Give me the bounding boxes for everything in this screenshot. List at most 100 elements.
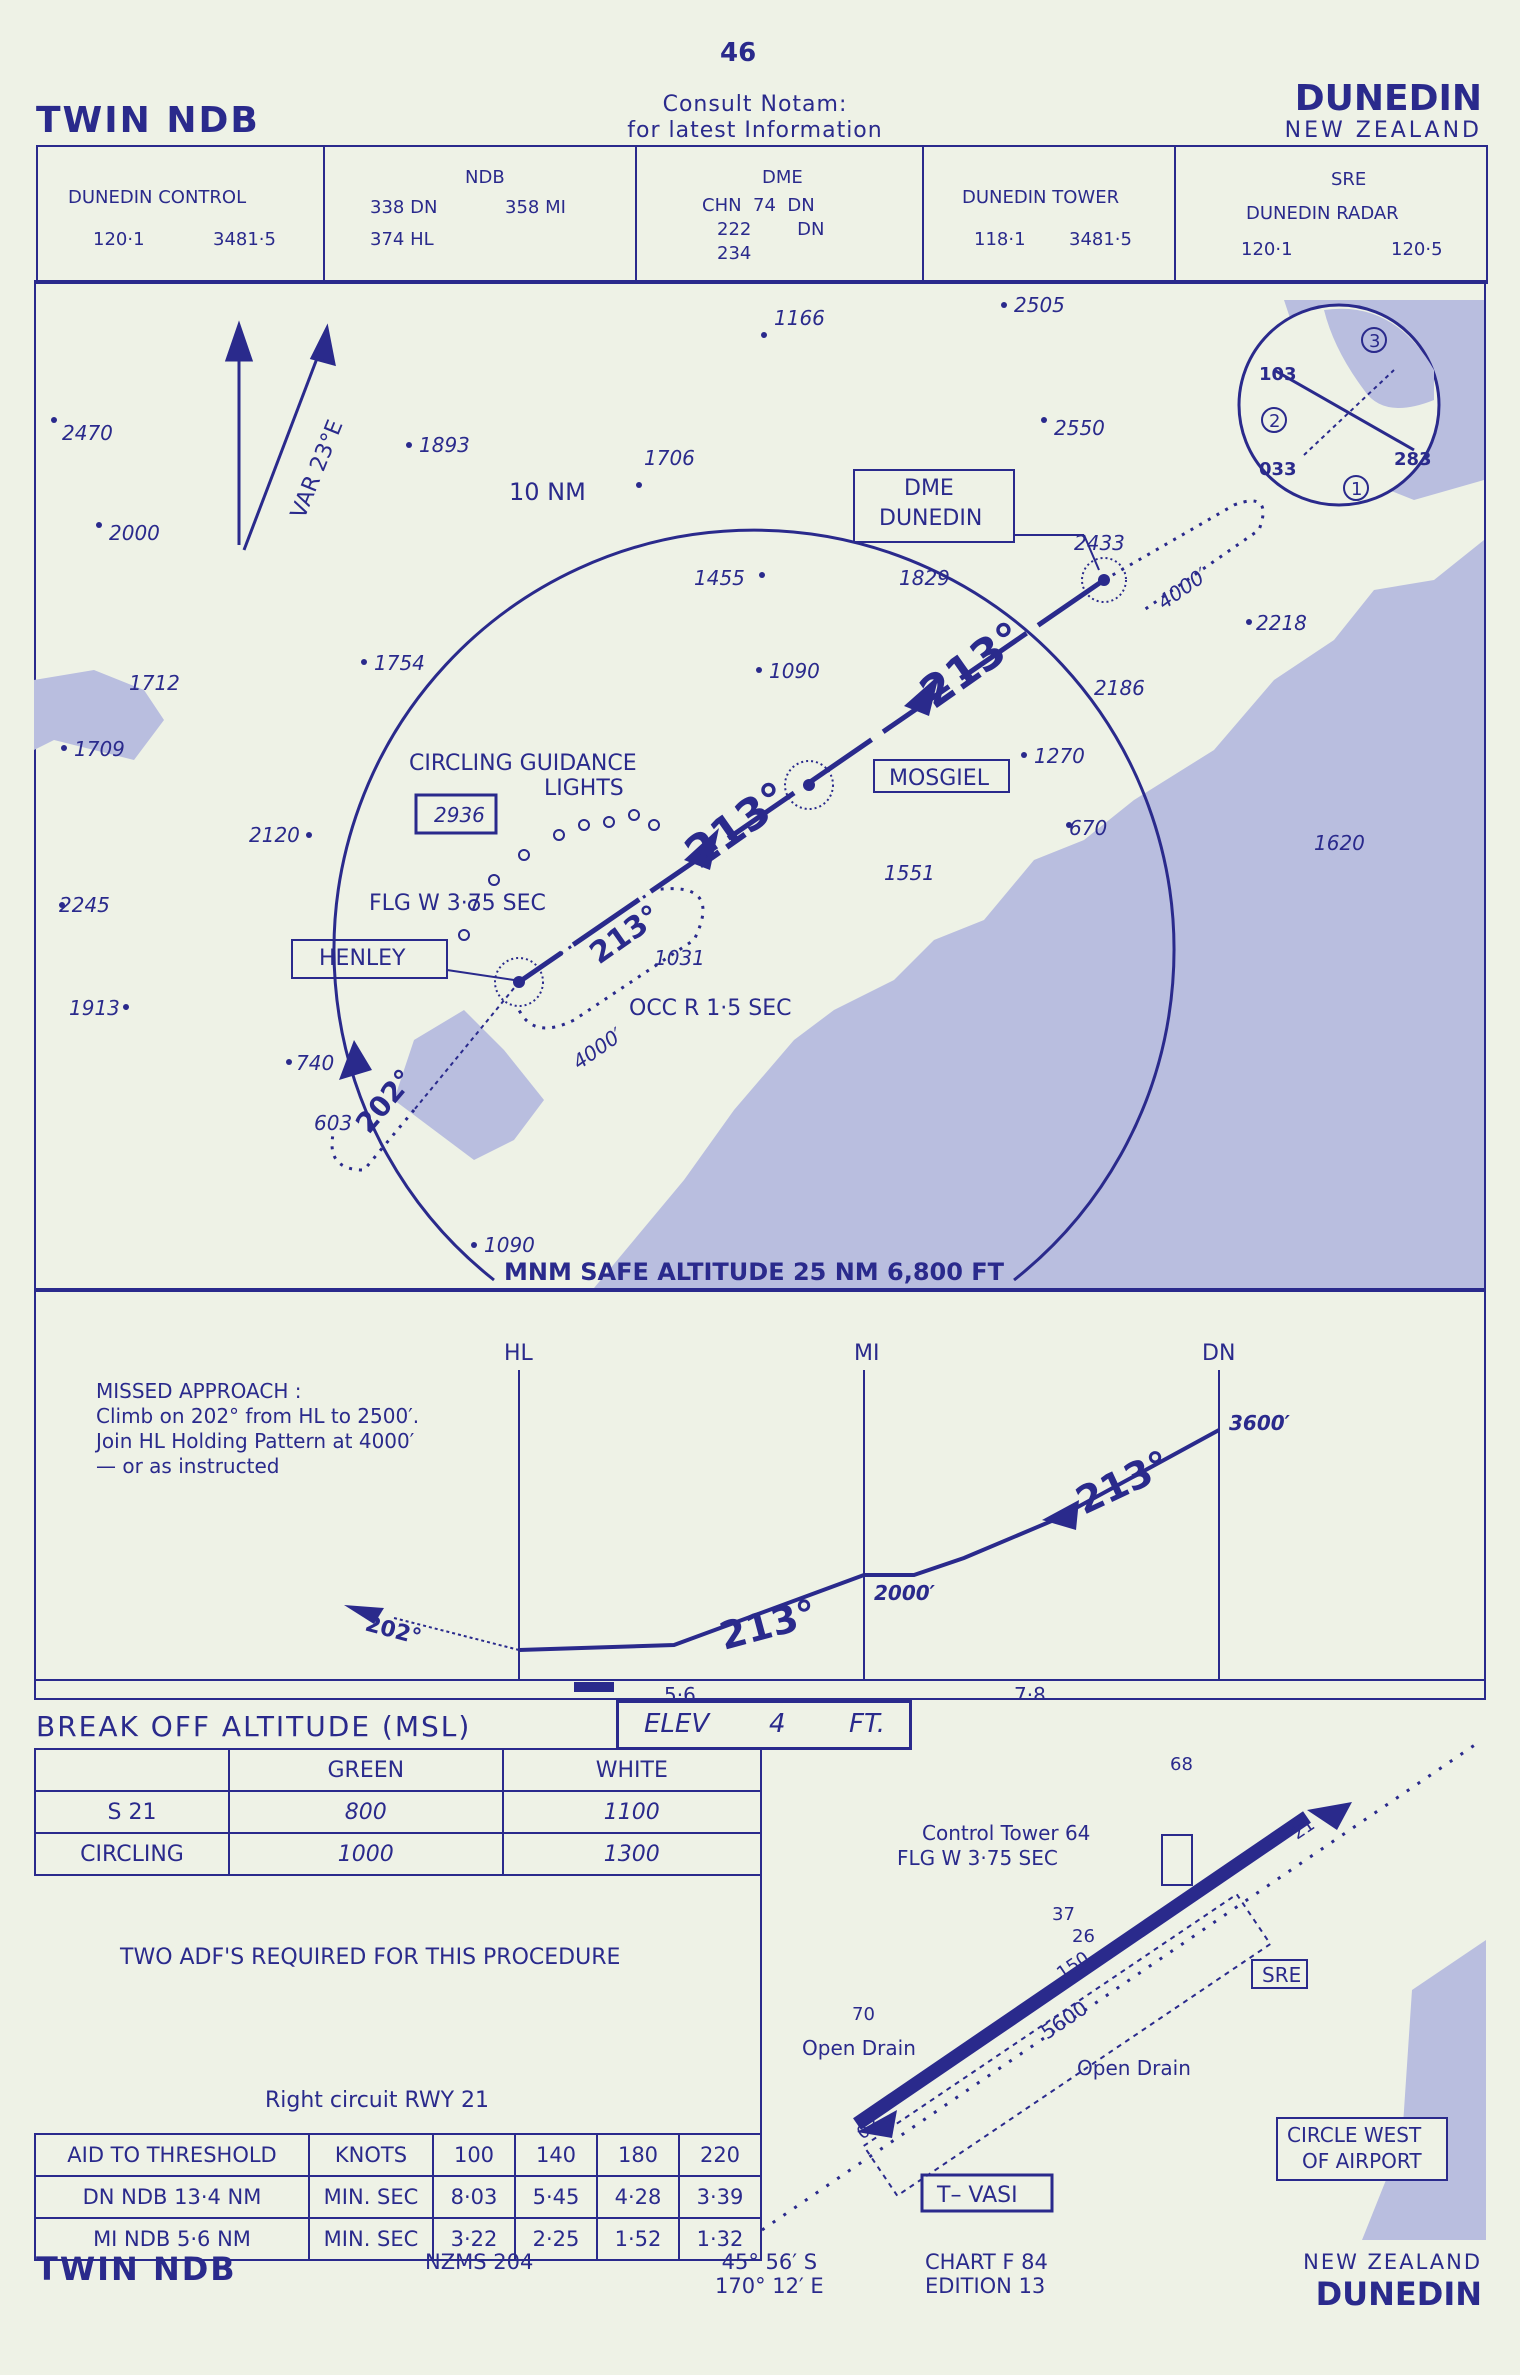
elev-1913: 1913	[69, 996, 120, 1020]
tm-h3: 140	[514, 2133, 598, 2177]
ndb-mi-symbol	[784, 760, 834, 810]
ndb-r1a: 338 DN	[370, 197, 438, 218]
dme-r1: CHN 74 DN	[702, 195, 815, 216]
elev-1893: 1893	[419, 433, 470, 457]
elev-1090a: 1090	[769, 659, 820, 683]
msa-label: MNM SAFE ALTITUDE 25 NM 6,800 FT	[504, 1258, 1005, 1286]
alt-dn: 3600′	[1229, 1411, 1291, 1435]
tower-label: Control Tower 64	[922, 1821, 1090, 1845]
henley-label: HENLEY	[319, 946, 406, 971]
tm-r2c3: 2·25	[514, 2217, 598, 2261]
circling-label-1: CIRCLING GUIDANCE	[409, 751, 637, 776]
elev-2470: 2470	[62, 421, 113, 445]
mosgiel-box	[873, 759, 1010, 793]
mosgiel-label: MOSGIEL	[889, 766, 990, 791]
hold-hl	[517, 887, 705, 1030]
flg-ad-label: FLG W 3·75 SEC	[897, 1846, 1058, 1870]
bo-head-white: WHITE	[501, 1748, 763, 1792]
hold-alt-dn: 4000′	[1153, 562, 1213, 614]
elev-box: ELEV 4 FT.	[616, 1700, 912, 1750]
freq-ndb: NDB 338 DN 358 MI 374 HL	[325, 147, 637, 282]
control-name: DUNEDIN CONTROL	[68, 187, 247, 208]
ndb-name: NDB	[465, 167, 505, 188]
bo-row1-white: 1100	[501, 1790, 763, 1834]
footer-map-ref: NZMS 204	[425, 2250, 534, 2274]
ring-label: 10 NM	[509, 478, 586, 506]
freq-tower: DUNEDIN TOWER 118·1 3481·5	[924, 147, 1176, 282]
elev-1706: 1706	[644, 446, 695, 470]
adf-note: TWO ADF'S REQUIRED FOR THIS PROCEDURE	[120, 1945, 621, 1970]
plan-frame	[34, 280, 1486, 1290]
elev-2218: 2218	[1256, 611, 1307, 635]
tm-r1c1: MIN. SEC	[308, 2175, 434, 2219]
elev-1620: 1620	[1314, 831, 1365, 855]
footer-right: DUNEDIN	[1315, 2275, 1482, 2313]
sre-f1: 120·1	[1241, 239, 1293, 260]
circling-lights	[458, 809, 660, 941]
harbour-inlet	[394, 1010, 544, 1160]
freq-dme: DME CHN 74 DN 222 DN 234	[637, 147, 924, 282]
drain2-label: Open Drain	[1077, 2056, 1191, 2080]
ndb-dn-symbol	[1081, 557, 1127, 603]
missed-1: MISSED APPROACH :	[96, 1379, 301, 1403]
tm-r2c0: MI NDB 5·6 NM	[34, 2217, 310, 2261]
hold-alt-hl: 4000′	[568, 1022, 628, 1074]
elev-1166: 1166	[774, 306, 825, 330]
tm-r1c3: 5·45	[514, 2175, 598, 2219]
bo-row2-green: 1000	[228, 1832, 504, 1876]
elev-2000: 2000	[109, 521, 160, 545]
sre-ad-label: SRE	[1262, 1963, 1301, 1987]
plan-view: 10 NM VAR 23°E 213° 213° 213° 202° 4000′…	[34, 280, 1486, 1290]
missed-4: — or as instructed	[96, 1454, 279, 1478]
tm-h4: 180	[596, 2133, 680, 2177]
inset-diagram	[1237, 303, 1441, 507]
track-mid: 213°	[676, 772, 799, 879]
elev-2550: 2550	[1054, 416, 1105, 440]
arrow-main	[904, 675, 939, 716]
missed-arrow	[344, 1605, 384, 1624]
tm-r2c2: 3·22	[432, 2217, 516, 2261]
bo-row2-white: 1300	[501, 1832, 763, 1876]
frequency-box: DUNEDIN CONTROL 120·1 3481·5 NDB 338 DN …	[36, 145, 1488, 284]
profile-view: HL MI DN MISSED APPROACH : Climb on 202°…	[34, 1290, 1486, 1700]
footer-left: TWIN NDB	[36, 2250, 237, 2288]
aerodrome-diagram: Control Tower 64 FLG W 3·75 SEC Open Dra…	[762, 1740, 1486, 2240]
profile-arrow	[1042, 1500, 1079, 1530]
bo-row2-label: CIRCLING	[34, 1832, 230, 1876]
ndb-r2: 374 HL	[370, 229, 434, 250]
circuit-note: Right circuit RWY 21	[265, 2088, 490, 2113]
dme-r3: 234	[717, 243, 752, 264]
inset-283: 283	[1394, 449, 1432, 470]
control-f2: 3481·5	[213, 229, 276, 250]
rwy-arrow-21	[1307, 1802, 1352, 1830]
freq-sre: SRE DUNEDIN RADAR 120·1 120·5	[1176, 147, 1486, 282]
elev-label: ELEV	[644, 1709, 710, 1739]
elev-1551: 1551	[884, 861, 935, 885]
dme-r2: 222 DN	[717, 219, 825, 240]
ring-10nm	[332, 528, 1176, 1282]
circling-label-2: LIGHTS	[544, 776, 624, 801]
bo-row1-green: 800	[228, 1790, 504, 1834]
circle-west-box	[1276, 2117, 1448, 2181]
control-f1: 120·1	[93, 229, 145, 250]
tm-h5: 220	[678, 2133, 762, 2177]
extended-centreline	[762, 1740, 1483, 2232]
elev-70: 70	[852, 2004, 875, 2025]
elev-1712: 1712	[129, 671, 180, 695]
tvasi-label: T– VASI	[936, 2183, 1018, 2208]
inset-num-2: 2	[1269, 411, 1280, 432]
footer-country: NEW ZEALAND	[1303, 2250, 1482, 2274]
footer-lat: 45° 56′ S	[721, 2250, 818, 2274]
footer-edition: EDITION 13	[925, 2274, 1046, 2298]
inset-num-1: 1	[1351, 479, 1362, 500]
page-number: 46	[720, 38, 757, 68]
country-label: NEW ZEALAND	[1284, 118, 1482, 143]
elev-37: 37	[1052, 1904, 1075, 1925]
spot-elevations: 1166 2505 2470 1893 1706 2550 2000 2433 …	[51, 293, 1365, 1257]
sre-box	[1251, 1959, 1308, 1989]
tm-h1: KNOTS	[308, 2133, 434, 2177]
tm-r2c4: 1·52	[596, 2217, 680, 2261]
arrow-mid	[684, 828, 719, 870]
fix-dn: DN	[1202, 1341, 1235, 1366]
